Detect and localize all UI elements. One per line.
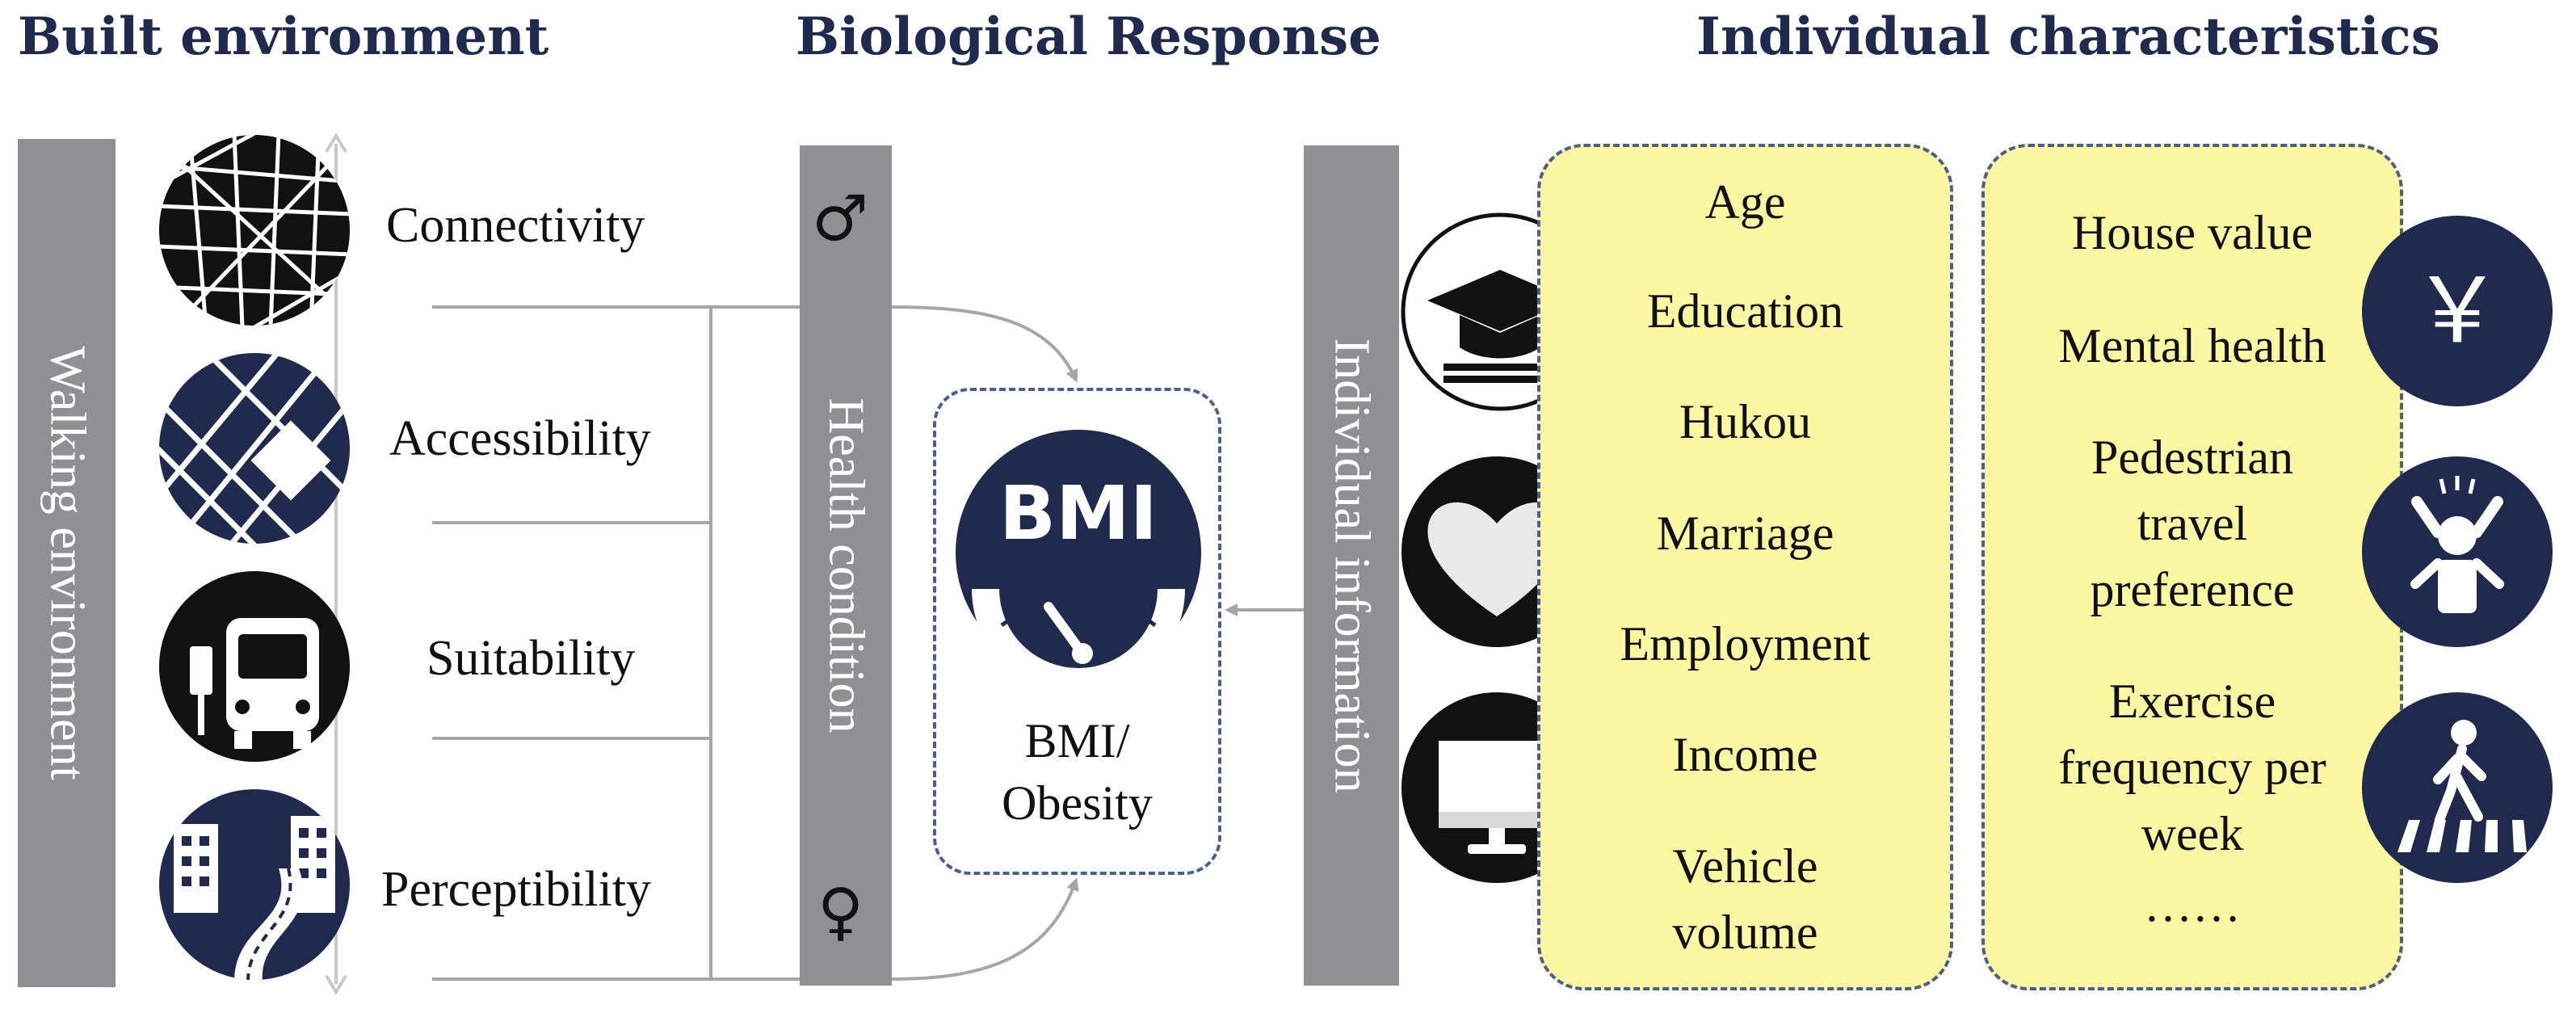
individual-information-bar: Individual information: [1304, 145, 1399, 986]
yen-symbol: ￥: [2412, 259, 2502, 364]
bmi-gauge-icon: BMI: [956, 430, 1201, 678]
item-house-value: House value: [2071, 206, 2313, 259]
label-suitability: Suitability: [427, 631, 636, 686]
item-vehicle-line2: volume: [1672, 906, 1818, 959]
label-perceptibility: Perceptibility: [381, 862, 652, 917]
health-condition-bar: Health condition: [800, 145, 892, 986]
item-pedestrian-line3: preference: [2090, 563, 2295, 616]
item-marriage: Marriage: [1656, 507, 1834, 560]
item-employment: Employment: [1620, 617, 1871, 671]
bmi-label-line1: BMI/: [1024, 714, 1130, 767]
pedestrian-crossing-icon: [2362, 692, 2553, 883]
item-vehicle-line1: Vehicle: [1672, 839, 1818, 893]
arrow-health-top: [891, 305, 1078, 383]
item-income: Income: [1672, 728, 1818, 781]
item-mental-health: Mental health: [2058, 319, 2326, 372]
item-pedestrian-line1: Pedestrian: [2091, 431, 2293, 484]
yen-icon: ￥: [2362, 216, 2553, 406]
street-map-icon: [159, 135, 350, 326]
city-road-icon: [159, 789, 350, 980]
item-ellipsis: ……: [2144, 878, 2241, 931]
male-symbol: ♂: [812, 183, 868, 255]
title-biological-response: Biological Response: [796, 6, 1381, 67]
grid-map-icon: [159, 353, 350, 544]
bmi-label-line2: Obesity: [1002, 776, 1153, 830]
individual-right-box: [1981, 144, 2403, 990]
bus-stop-icon: [159, 571, 350, 762]
item-pedestrian-line2: travel: [2137, 497, 2248, 550]
item-hukou: Hukou: [1679, 395, 1812, 448]
walking-environment-bar: Walking environment: [18, 139, 116, 987]
label-connectivity: Connectivity: [386, 198, 645, 253]
walking-environment-label: Walking environment: [40, 346, 95, 780]
title-individual-characteristics: Individual characteristics: [1696, 6, 2440, 67]
bmi-icon-text: BMI: [999, 470, 1158, 557]
item-age: Age: [1704, 175, 1786, 229]
individual-information-label: Individual information: [1324, 338, 1380, 793]
female-symbol: ♀: [817, 876, 864, 948]
item-exercise-line1: Exercise: [2108, 675, 2276, 728]
stressed-person-icon: [2362, 456, 2553, 647]
item-exercise-line2: frequency per: [2058, 741, 2326, 794]
individual-left-box: [1537, 144, 1953, 990]
health-condition-label: Health condition: [818, 397, 874, 734]
label-accessibility: Accessibility: [389, 411, 651, 466]
bmi-box: BMI BMI/ Obesity: [933, 388, 1221, 875]
item-exercise-line3: week: [2141, 807, 2244, 860]
title-built-environment: Built environment: [18, 6, 549, 67]
arrow-health-bottom: [891, 877, 1079, 981]
item-education: Education: [1646, 284, 1844, 338]
